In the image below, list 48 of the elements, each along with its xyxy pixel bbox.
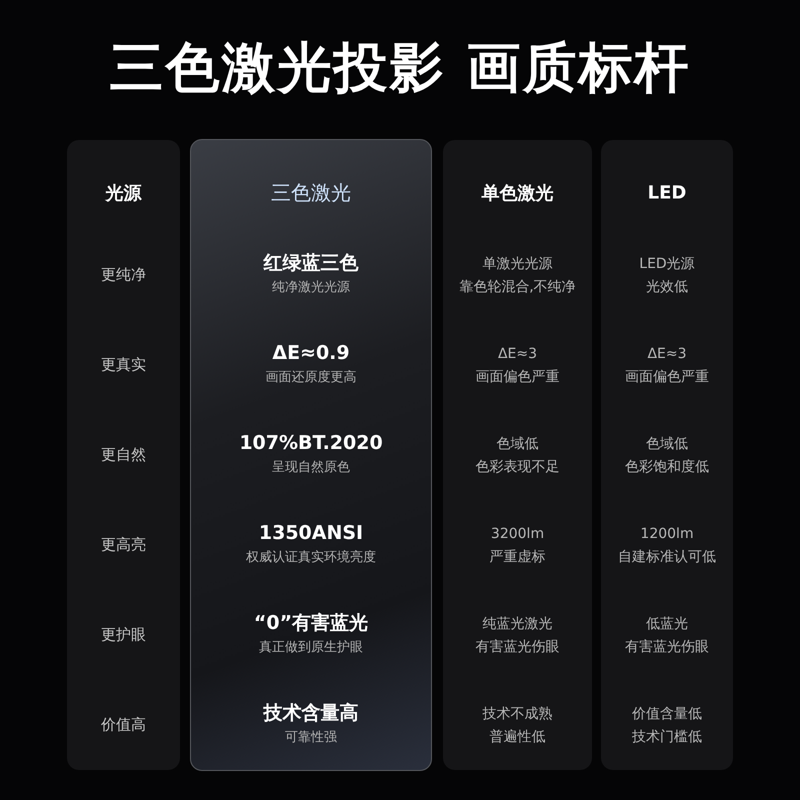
cell-value: 3200lm: [490, 526, 546, 542]
cell-value: 价值含量低: [631, 705, 703, 723]
column-header: 单色激光: [480, 182, 554, 205]
cell-note: 色彩饱和度低: [624, 458, 710, 476]
cell-note: 画面还原度更高: [264, 369, 358, 386]
cell-value: 技术含量高: [262, 701, 360, 726]
cell-value: LED光源: [638, 255, 696, 273]
cell-value: 107%BT.2020: [238, 432, 384, 454]
cell-note: 可靠性强: [284, 729, 338, 746]
row-label: 更真实: [100, 356, 147, 374]
cell-note: 权威认证真实环境亮度: [245, 549, 377, 566]
cell-note: 有害蓝光伤眼: [624, 638, 710, 656]
cell-note: 普遍性低: [488, 728, 546, 746]
cell-note: 技术门槛低: [631, 728, 703, 746]
column-header: LED: [646, 182, 688, 204]
row-label: 更高亮: [100, 536, 147, 554]
cell-note: 色彩表现不足: [474, 458, 560, 476]
cell-value: 技术不成熟: [482, 705, 554, 723]
cell-value: 纯蓝光激光: [482, 615, 554, 633]
highlighted-column-panel: [190, 139, 432, 771]
cell-note: 有害蓝光伤眼: [474, 638, 560, 656]
cell-value: 色域低: [645, 435, 689, 453]
cell-value: 低蓝光: [645, 615, 689, 633]
cell-value: 1350ANSI: [258, 522, 364, 544]
cell-note: 呈现自然原色: [271, 459, 351, 476]
page-title: 三色激光投影 画质标杆: [108, 35, 692, 101]
cell-note: 严重虚标: [488, 548, 546, 566]
cell-value: 1200lm: [639, 526, 695, 542]
cell-note: 靠色轮混合,不纯净: [458, 278, 577, 296]
cell-note: 真正做到原生护眼: [258, 639, 364, 656]
cell-value: 单激光光源: [482, 255, 554, 273]
row-label: 更自然: [100, 446, 147, 464]
cell-value: ΔE≈3: [646, 346, 688, 362]
cell-note: 纯净激光光源: [271, 279, 351, 296]
row-label: 更纯净: [100, 266, 147, 284]
cell-value: ΔE≈0.9: [271, 342, 351, 364]
cell-value: 红绿蓝三色: [262, 251, 360, 276]
cell-value: “0”有害蓝光: [252, 611, 370, 636]
column-header: 三色激光: [270, 180, 352, 206]
cell-value: 色域低: [496, 435, 540, 453]
column-header: 光源: [104, 182, 143, 205]
row-label: 更护眼: [100, 626, 147, 644]
row-label: 价值高: [100, 716, 147, 734]
cell-value: ΔE≈3: [496, 346, 538, 362]
cell-note: 自建标准认可低: [617, 548, 717, 566]
cell-note: 画面偏色严重: [624, 368, 710, 386]
cell-note: 光效低: [645, 278, 689, 296]
cell-note: 画面偏色严重: [474, 368, 560, 386]
